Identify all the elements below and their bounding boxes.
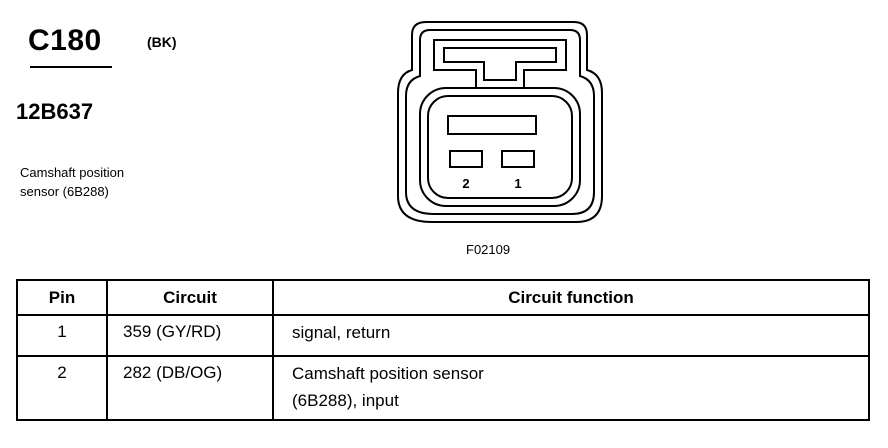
connector-face-diagram: 2 1: [397, 21, 603, 223]
row-pin: 2: [57, 363, 67, 382]
header-pin: Pin: [16, 279, 108, 316]
part-number: 12B637: [16, 99, 94, 124]
mating-face-outer: [419, 87, 581, 207]
pin-cavity-1: [501, 150, 535, 168]
row-function-line2: (6B288), input: [292, 391, 399, 410]
connector-id: C180: [28, 24, 102, 57]
pin-label-2: 2: [462, 176, 469, 191]
connector-description-line2: sensor (6B288): [20, 184, 109, 199]
table-row: 1 359 (GY/RD) signal, return: [16, 314, 870, 357]
pin-table: Pin Circuit Circuit function 1 359 (GY/R…: [16, 279, 870, 421]
row-circuit: 359 (GY/RD): [123, 322, 222, 341]
table-row: 2 282 (DB/OG) Camshaft position sensor (…: [16, 355, 870, 421]
connector-description-line1: Camshaft position: [20, 165, 125, 180]
pin-cavity-2: [449, 150, 483, 168]
header-circuit-function: Circuit function: [272, 279, 870, 316]
row-circuit: 282 (DB/OG): [123, 363, 223, 382]
mating-face-inner: [427, 95, 573, 199]
housing-outer-outline: [397, 21, 603, 223]
table-header-row: Pin Circuit Circuit function: [16, 279, 870, 316]
row-pin: 1: [57, 322, 67, 341]
connector-id-underline: [30, 66, 112, 68]
row-function-line1: signal, return: [292, 323, 391, 342]
pin-label-1: 1: [514, 176, 521, 191]
figure-label: F02109: [466, 242, 511, 257]
connector-color-code: (BK): [147, 34, 177, 50]
housing-inner-outline: [405, 29, 595, 215]
key-slot: [447, 115, 537, 135]
row-function-line1: Camshaft position sensor: [292, 364, 484, 383]
latch-inner: [443, 47, 557, 81]
header-circuit: Circuit: [106, 279, 274, 316]
